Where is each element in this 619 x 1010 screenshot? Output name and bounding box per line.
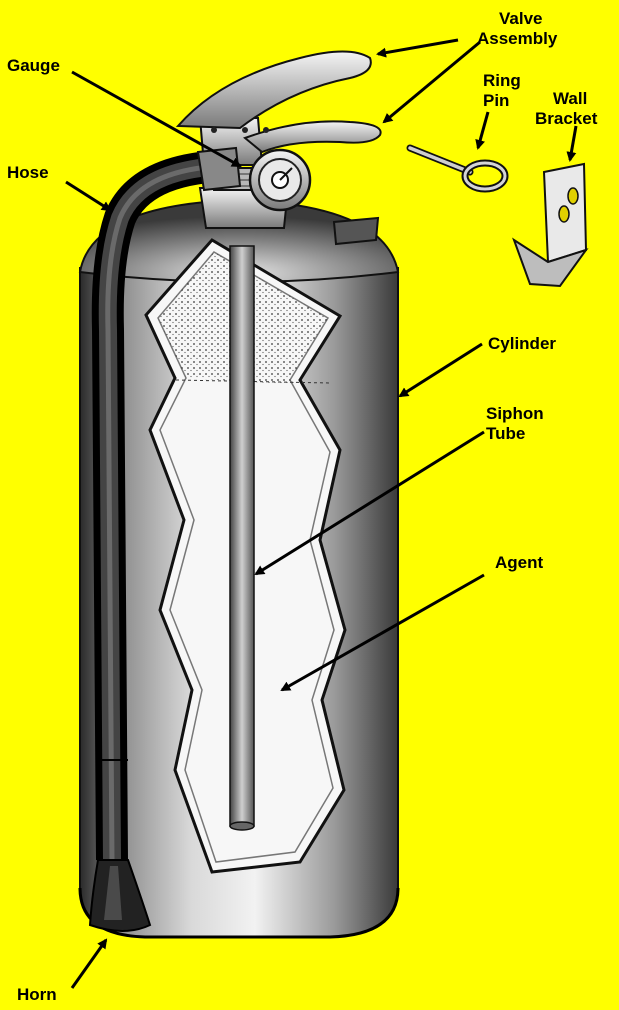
siphon-tube: [230, 246, 254, 830]
ring-pin: [410, 148, 505, 189]
label-hose: Hose: [7, 163, 49, 182]
label-siphon-tube-line2: Tube: [486, 424, 525, 443]
arrow-valve-top: [378, 40, 458, 54]
label-wall-bracket-line1: Wall: [553, 89, 587, 108]
label-siphon-tube-line1: Siphon: [486, 404, 544, 423]
label-valve-line1: Valve: [499, 9, 543, 28]
label-cylinder: Cylinder: [488, 334, 556, 353]
valve-bottom-lever: [245, 121, 381, 152]
gauge: [250, 150, 310, 210]
arrow-ring-pin: [478, 112, 488, 148]
label-valve-line2: Assembly: [477, 29, 558, 48]
wall-bracket: [514, 164, 586, 286]
label-horn: Horn: [17, 985, 57, 1004]
arrow-hose: [66, 182, 110, 210]
label-wall-bracket-line2: Bracket: [535, 109, 598, 128]
arrow-wall-bracket: [570, 126, 576, 160]
label-gauge: Gauge: [7, 56, 60, 75]
label-ring-pin-line2: Pin: [483, 91, 509, 110]
label-agent: Agent: [495, 553, 544, 572]
valve-top-handle: [178, 52, 371, 129]
arrow-valve-bottom: [384, 42, 480, 122]
arrow-cylinder: [400, 344, 482, 396]
carry-handle: [334, 218, 378, 244]
arrow-horn: [72, 940, 106, 988]
label-ring-pin-line1: Ring: [483, 71, 521, 90]
